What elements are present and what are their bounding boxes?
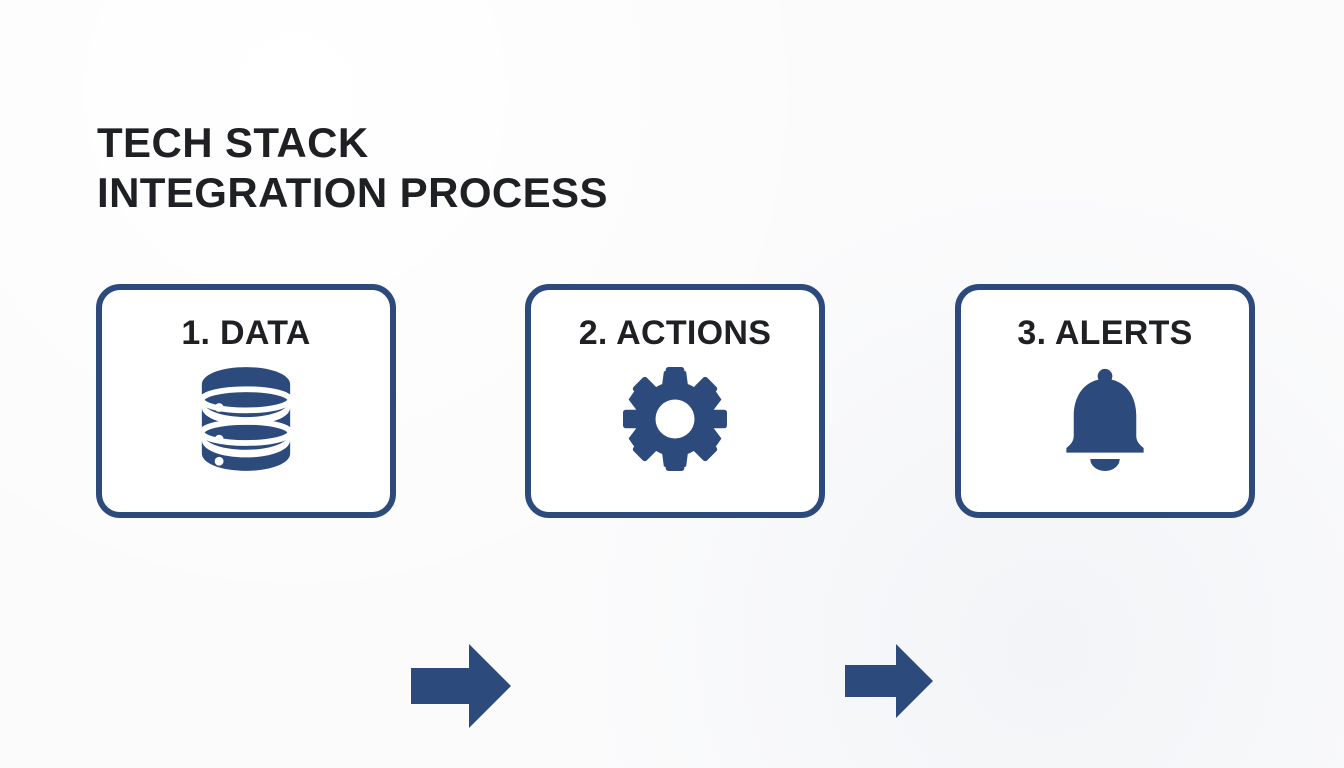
title-line-2: INTEGRATION PROCESS: [97, 169, 608, 216]
bell-icon: [1049, 367, 1161, 471]
gear-icon: [619, 367, 731, 471]
step-label-actions: 2. ACTIONS: [578, 314, 772, 352]
arrow-right-icon: [845, 642, 933, 720]
process-flow: 1. DATA: [0, 284, 1344, 728]
step-label-alerts: 3. ALERTS: [1017, 314, 1193, 352]
database-icon: [190, 367, 302, 471]
title-line-1: TECH STACK: [97, 119, 369, 166]
step-card-data[interactable]: 1. DATA: [96, 284, 396, 518]
step-card-alerts[interactable]: 3. ALERTS: [955, 284, 1255, 518]
step-label-data: 1. DATA: [181, 314, 311, 352]
arrow-right-icon: [411, 642, 511, 730]
step-card-actions[interactable]: 2. ACTIONS: [525, 284, 825, 518]
page-title: TECH STACK INTEGRATION PROCESS: [97, 118, 857, 218]
